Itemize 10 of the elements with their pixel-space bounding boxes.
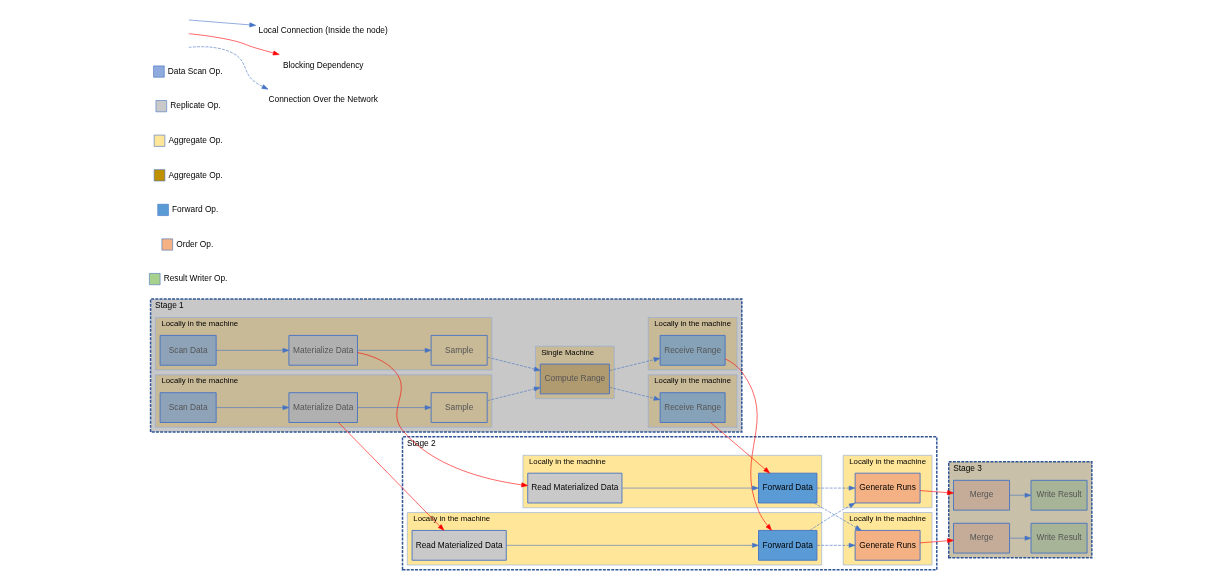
legend-label: Order Op. xyxy=(175,238,213,249)
legend-label: Forward Op. xyxy=(171,204,218,215)
legend-label: Aggregate Op. xyxy=(167,169,223,180)
legend-label: Data Scan Op. xyxy=(167,65,222,76)
legend-label: Aggregate Op. xyxy=(167,134,223,145)
legend-label: Local Connection (Inside the node) xyxy=(258,24,388,35)
legend-label: Replicate Op. xyxy=(169,100,221,111)
legend-label: Blocking Dependency xyxy=(282,59,363,70)
legend-label: Connection Over the Network xyxy=(268,94,378,105)
legend-label: Result Writer Op. xyxy=(163,273,227,284)
